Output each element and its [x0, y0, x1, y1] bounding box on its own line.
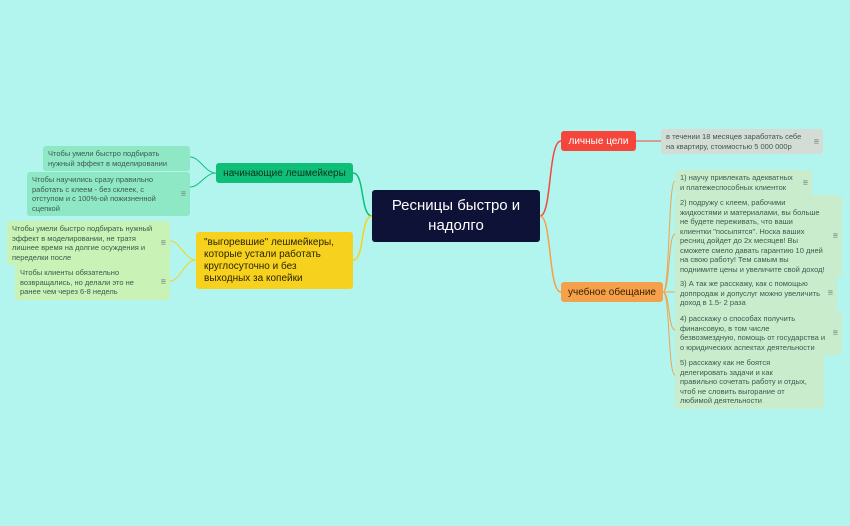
note-text: Чтобы умели быстро подбирать нужный эффе… [48, 149, 168, 168]
connector-central-orange [539, 215, 562, 293]
notes-icon: ≡ [802, 176, 808, 187]
connector-orange-note4 [662, 291, 676, 331]
note-promise-2[interactable]: 2) подружу с клеем, рабочими жидкостями … [675, 195, 842, 277]
note-beginner-2[interactable]: Чтобы научились сразу правильно работать… [27, 172, 190, 216]
notes-icon: ≡ [827, 287, 833, 298]
notes-icon: ≡ [180, 188, 186, 199]
notes-icon: ≡ [832, 230, 838, 241]
note-burnout-2[interactable]: Чтобы клиенты обязательно возвращались, … [15, 265, 170, 300]
note-beginner-1[interactable]: Чтобы умели быстро подбирать нужный эффе… [43, 146, 190, 171]
connector-central-yellow [352, 215, 373, 261]
note-text: 1) научу привлекать адекватных и платеже… [680, 173, 793, 192]
topic-personal-goals[interactable]: личные цели [561, 131, 636, 151]
central-topic[interactable]: Ресницы быстро и надолго [372, 190, 540, 242]
topic-burnout-lashmakers[interactable]: "выгоревшие" лешмейкеры, которые устали … [196, 232, 353, 289]
note-burnout-1[interactable]: Чтобы умели быстро подбирать нужный эффе… [7, 221, 170, 265]
note-text: 3) А так же расскажу, как с помощью допп… [680, 279, 820, 307]
topic-label: начинающие лешмейкеры [223, 167, 346, 179]
note-promise-3[interactable]: 3) А так же расскажу, как с помощью допп… [675, 276, 837, 311]
notes-icon: ≡ [832, 327, 838, 338]
notes-icon: ≡ [813, 135, 819, 146]
note-promise-1[interactable]: 1) научу привлекать адекватных и платеже… [675, 170, 812, 195]
connector-central-green [352, 172, 373, 217]
central-topic-label: Ресницы быстро и надолго [391, 197, 521, 234]
topic-label: личные цели [568, 135, 629, 147]
note-text: Чтобы умели быстро подбирать нужный эффе… [12, 224, 153, 262]
notes-icon: ≡ [160, 237, 166, 248]
note-promise-4[interactable]: 4) расскажу о способах получить финансов… [675, 311, 842, 355]
note-text: в течении 18 месяцев заработать себе на … [666, 132, 802, 151]
note-text: Чтобы клиенты обязательно возвращались, … [20, 268, 134, 296]
connector-orange-note5 [662, 291, 676, 376]
connector-yellow-note1 [169, 240, 197, 261]
note-goals-1[interactable]: в течении 18 месяцев заработать себе на … [661, 129, 823, 154]
topic-label: "выгоревшие" лешмейкеры, которые устали … [204, 236, 334, 284]
connector-central-red [539, 140, 562, 217]
connector-orange-note1 [662, 180, 676, 293]
topic-label: учебное обещание [567, 286, 656, 298]
topic-beginner-lashmakers[interactable]: начинающие лешмейкеры [216, 163, 353, 183]
connector-yellow-note2 [169, 259, 197, 282]
note-text: 5) расскажу как не боятся делегировать з… [680, 358, 807, 405]
topic-learning-promise[interactable]: учебное обещание [561, 282, 663, 302]
note-text: Чтобы научились сразу правильно работать… [32, 175, 156, 213]
connector-green-note2 [189, 172, 217, 188]
notes-icon: ≡ [160, 276, 166, 287]
note-promise-5[interactable]: 5) расскажу как не боятся делегировать з… [675, 355, 824, 409]
note-text: 2) подружу с клеем, рабочими жидкостями … [680, 198, 825, 274]
note-text: 4) расскажу о способах получить финансов… [680, 314, 826, 352]
connector-orange-note2 [662, 233, 676, 293]
connector-green-note1 [189, 156, 217, 174]
